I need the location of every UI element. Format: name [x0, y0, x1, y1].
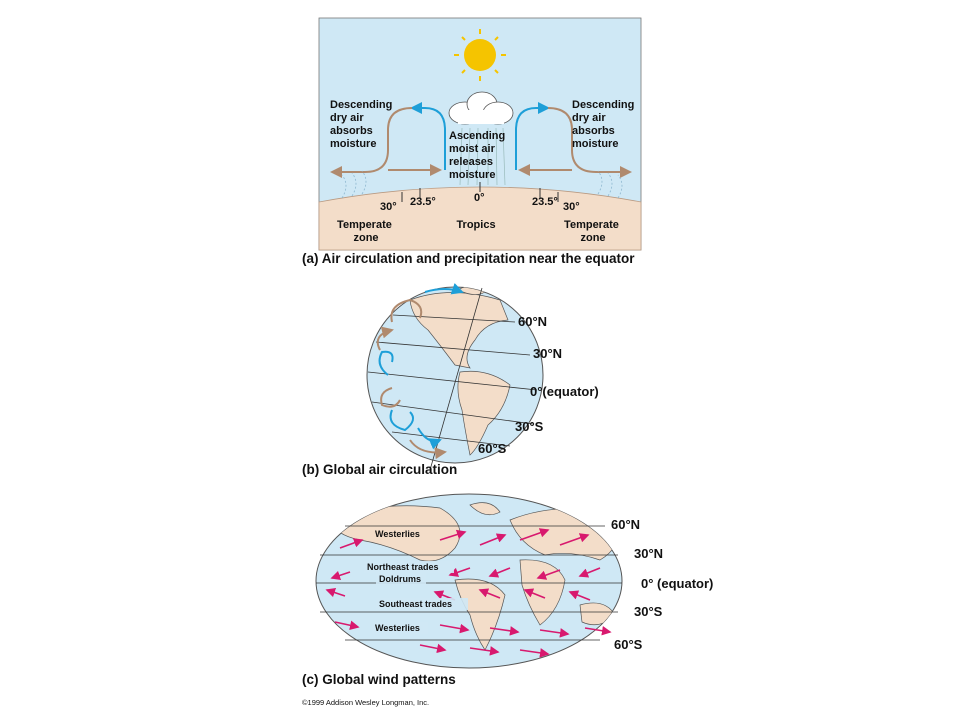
map-lat-60n: 60°N — [611, 517, 640, 532]
wind-arrow — [568, 590, 591, 601]
circulation-cells — [330, 102, 632, 178]
latitude-ticks — [401, 182, 559, 202]
map-lat-30n: 30°N — [634, 546, 663, 561]
panel-c: Westerlies Northeast trades Doldrums Sou… — [302, 493, 713, 687]
wind-arrow — [539, 628, 570, 638]
wind-arrow — [439, 623, 470, 634]
tick-30-right: 30° — [563, 201, 580, 213]
label-southeast-trades: Southeast trades — [379, 599, 452, 609]
zone-tropics: Tropics — [456, 219, 495, 231]
label-doldrums: Doldrums — [379, 574, 421, 584]
zone-temperate-left: Temperate zone — [337, 219, 395, 244]
globe-lat-60n: 60°N — [518, 314, 547, 329]
wind-arrow — [439, 529, 467, 541]
wind-arrow — [488, 567, 511, 578]
panel-a-ground — [318, 186, 642, 251]
label-northeast-trades: Northeast trades — [367, 562, 439, 572]
wind-arrow — [479, 533, 507, 546]
caption-c: (c) Global wind patterns — [302, 672, 456, 687]
center-ascending-label: Ascending moist air releases moisture — [449, 130, 508, 181]
wind-arrow — [334, 620, 360, 630]
sun-icon — [454, 29, 506, 81]
map-latitude-lines — [316, 525, 622, 641]
tick-0: 0° — [474, 192, 485, 204]
wind-arrow — [578, 567, 601, 578]
wind-arrow — [489, 626, 520, 636]
wind-arrow — [448, 567, 471, 577]
wind-arrow — [519, 528, 550, 541]
label-westerlies-north: Westerlies — [375, 529, 420, 539]
wind-arrow — [536, 569, 561, 580]
wind-arrow — [469, 646, 500, 656]
wind-arrows — [325, 528, 612, 658]
wind-arrow — [523, 588, 546, 599]
tick-23-5-left: 23.5° — [410, 196, 436, 208]
globe-circulation — [376, 283, 464, 460]
wind-arrow — [325, 587, 346, 598]
wind-arrow — [559, 533, 590, 546]
tick-30-left: 30° — [380, 201, 397, 213]
map-lat-60s: 60°S — [614, 637, 643, 652]
wind-arrow — [339, 538, 364, 549]
globe-land — [409, 287, 511, 456]
map-lat-equator: 0° (equator) — [641, 576, 713, 591]
label-westerlies-south: Westerlies — [375, 623, 420, 633]
wind-arrow — [519, 648, 550, 658]
cloud-icon — [448, 91, 514, 186]
panel-b: 60°N 30°N 0°(equator) 30°S 60°S (b) Glob… — [302, 283, 599, 477]
wind-arrow — [584, 625, 612, 636]
globe-latitude-lines — [367, 287, 538, 471]
globe-lat-equator: 0°(equator) — [530, 384, 599, 399]
left-descending-label: Descending dry air absorbs moisture — [330, 99, 395, 150]
caption-a: (a) Air circulation and precipitation ne… — [302, 251, 635, 266]
globe-lat-60s: 60°S — [478, 441, 507, 456]
globe-lat-30n: 30°N — [533, 346, 562, 361]
moisture-waves — [341, 170, 623, 199]
globe-lat-30s: 30°S — [515, 419, 544, 434]
zone-temperate-right: Temperate zone — [564, 219, 622, 244]
map-lat-30s: 30°S — [634, 604, 663, 619]
caption-b: (b) Global air circulation — [302, 462, 457, 477]
panel-a: Descending dry air absorbs moisture Desc… — [302, 17, 642, 266]
wind-arrow — [330, 570, 351, 581]
wind-arrow — [478, 588, 501, 599]
wind-labels: Westerlies Northeast trades Doldrums Sou… — [364, 528, 468, 634]
right-descending-label: Descending dry air absorbs moisture — [572, 99, 637, 150]
copyright: ©1999 Addison Wesley Longman, Inc. — [302, 698, 429, 707]
world-land — [329, 502, 622, 651]
tick-23-5-right: 23.5° — [532, 196, 558, 208]
wind-arrow — [419, 643, 447, 654]
